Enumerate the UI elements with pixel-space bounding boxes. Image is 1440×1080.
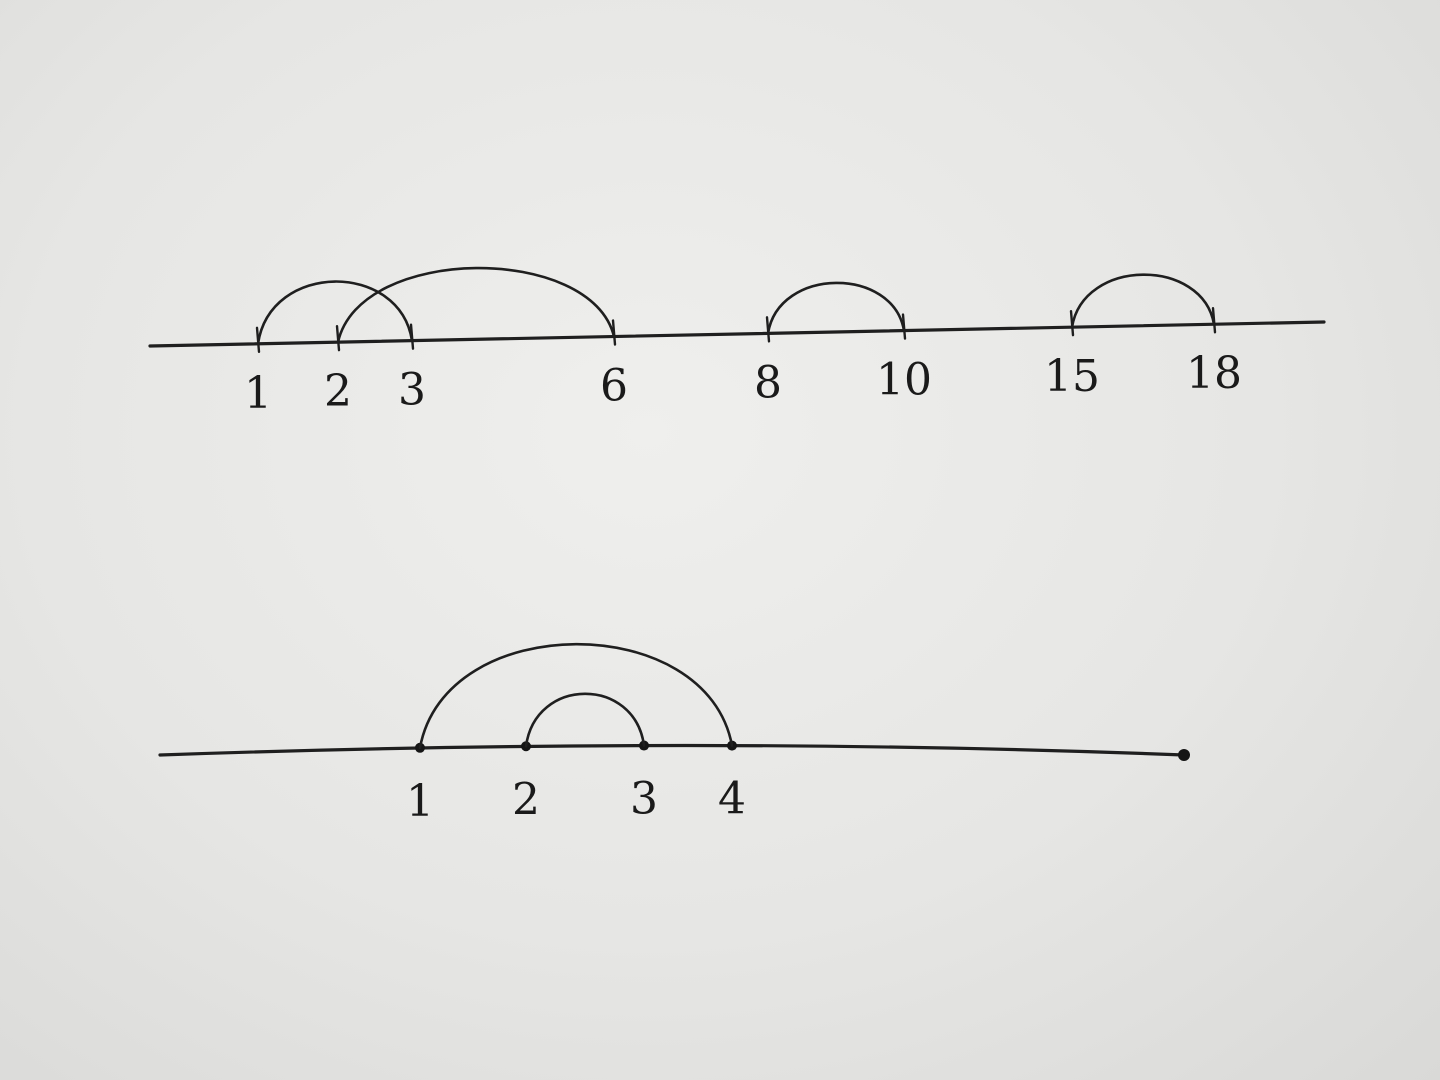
- top-point-label-10: 10: [876, 355, 932, 406]
- top-point-label-8: 8: [754, 357, 782, 408]
- top-point-label-6: 6: [600, 361, 628, 412]
- bottom-point-label-3: 3: [630, 774, 658, 825]
- bottom-number-line: [158, 743, 1186, 757]
- bottom-point-label-4: 4: [718, 774, 746, 825]
- bottom-interval-arc-1-4: [418, 642, 734, 750]
- top-interval-arc-8-10: [766, 281, 906, 335]
- top-interval-arc-2-6: [336, 266, 616, 344]
- top-number-line: [148, 320, 1326, 348]
- top-point-label-3: 3: [398, 365, 426, 416]
- top-point-label-18: 18: [1186, 348, 1242, 399]
- top-interval-arc-15-18: [1070, 273, 1216, 329]
- bottom-point-label-2: 2: [512, 774, 540, 825]
- bottom-line-end-dot: [1178, 749, 1190, 761]
- bottom-point-label-1: 1: [406, 776, 434, 827]
- bottom-interval-arc-2-3: [524, 692, 646, 748]
- top-point-label-15: 15: [1044, 351, 1100, 402]
- top-interval-arc-1-3: [256, 280, 414, 346]
- top-point-label-1: 1: [244, 368, 272, 419]
- top-point-label-2: 2: [324, 366, 352, 417]
